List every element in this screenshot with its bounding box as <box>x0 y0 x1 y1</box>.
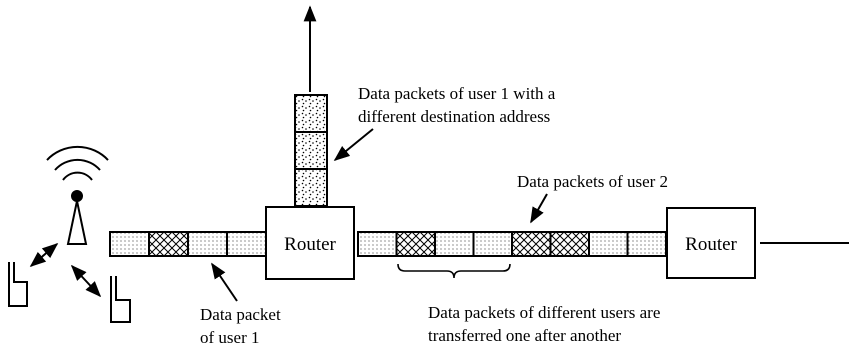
uplink-packet-speckled <box>294 131 328 170</box>
link1-packet-hatched <box>148 231 189 257</box>
pointer-arrow-user1-dest <box>333 128 374 162</box>
wireless-arrow <box>70 264 102 298</box>
uplink-packets <box>294 94 328 207</box>
label-packet-user1: Data packet of user 1 <box>200 305 285 347</box>
link2-packet-dotted <box>434 231 475 257</box>
link2-packet-hatched <box>395 231 436 257</box>
link2-packet-dotted <box>357 231 398 257</box>
link2-packets <box>357 231 667 257</box>
link1-packet-dotted <box>226 231 267 257</box>
wireless-arrow <box>29 242 59 268</box>
pointer-arrow-user2 <box>530 193 548 224</box>
uplink-packet-speckled <box>294 168 328 207</box>
router-1-label: Router <box>284 234 336 255</box>
mobile-phone-icon <box>110 276 131 323</box>
pointer-arrow-packet-user1 <box>211 262 238 302</box>
label-user2: Data packets of user 2 <box>517 172 668 191</box>
uplink-packet-speckled <box>294 94 328 133</box>
link2-packet-hatched <box>511 231 552 257</box>
link1-packet-dotted <box>109 231 150 257</box>
router-2: Router <box>666 207 756 279</box>
mobile-phone-icon <box>8 262 28 307</box>
link1-packet-dotted <box>187 231 228 257</box>
label-different-users: Data packets of different users are tran… <box>428 303 665 345</box>
link2-packet-dotted <box>588 231 629 257</box>
link2-packet-dotted <box>472 231 513 257</box>
antenna-icon <box>46 145 109 245</box>
router-1: Router <box>265 206 355 280</box>
link2-packet-dotted <box>626 231 667 257</box>
link2-packet-hatched <box>549 231 590 257</box>
brace <box>397 263 511 279</box>
link1-packets <box>109 231 267 257</box>
router-2-label: Router <box>685 234 737 255</box>
label-user1-dest: Data packets of user 1 with a different … <box>358 84 560 126</box>
